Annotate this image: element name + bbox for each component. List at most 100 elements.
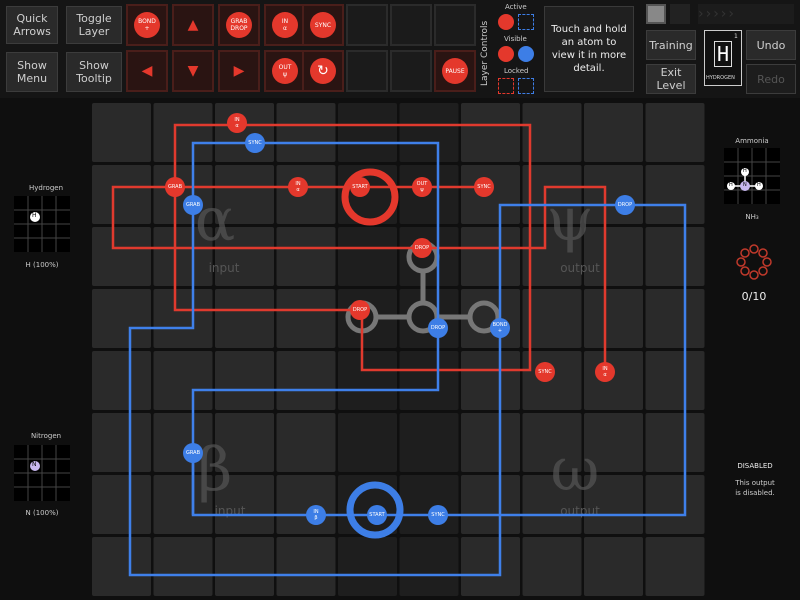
grid-cell[interactable] bbox=[399, 351, 459, 410]
redo-button[interactable]: Redo bbox=[746, 64, 796, 94]
grid-cell[interactable] bbox=[215, 537, 274, 596]
grid-cell[interactable] bbox=[215, 475, 274, 534]
blue-instruction-node[interactable]: SYNC bbox=[428, 505, 448, 525]
undo-button[interactable]: Undo bbox=[746, 30, 796, 60]
red-instruction-node[interactable]: START bbox=[350, 177, 370, 197]
grid-cell[interactable] bbox=[215, 227, 274, 286]
blue-instruction-node[interactable]: SYNC bbox=[245, 133, 265, 153]
grid-cell[interactable] bbox=[584, 475, 643, 534]
grid-cell[interactable] bbox=[522, 227, 582, 286]
grid-cell[interactable] bbox=[276, 475, 336, 534]
red-instruction-node[interactable]: GRAB bbox=[165, 177, 185, 197]
red-instruction-node[interactable]: IN α bbox=[227, 113, 247, 133]
grid-cell[interactable] bbox=[153, 537, 213, 596]
grid-cell[interactable] bbox=[215, 289, 274, 348]
grid-cell[interactable] bbox=[522, 413, 582, 472]
grid-cell[interactable] bbox=[584, 103, 643, 162]
red-instruction-node[interactable]: IN α bbox=[288, 177, 308, 197]
grid-cell[interactable] bbox=[461, 103, 520, 162]
grid-cell[interactable] bbox=[215, 351, 274, 410]
grid-cell[interactable] bbox=[338, 351, 397, 410]
grid-cell[interactable] bbox=[276, 289, 336, 348]
grid-cell[interactable] bbox=[645, 351, 705, 410]
grid-cell[interactable] bbox=[645, 537, 705, 596]
grid-cell[interactable] bbox=[153, 227, 213, 286]
grid-cell[interactable] bbox=[461, 413, 520, 472]
grid-cell[interactable] bbox=[153, 475, 213, 534]
toggle-layer-button[interactable]: Toggle Layer bbox=[66, 6, 122, 44]
grid-cell[interactable] bbox=[276, 103, 336, 162]
cmd-arrow-down[interactable]: ▼ bbox=[172, 50, 214, 92]
grid-cell[interactable] bbox=[645, 227, 705, 286]
red-instruction-node[interactable]: DROP bbox=[350, 300, 370, 320]
grid-cell[interactable] bbox=[461, 351, 520, 410]
blue-instruction-node[interactable]: IN β bbox=[306, 505, 326, 525]
grid-cell[interactable] bbox=[461, 475, 520, 534]
layer-red-locked[interactable] bbox=[498, 78, 514, 94]
cmd-arrow-up[interactable]: ▲ bbox=[172, 4, 214, 46]
grid-cell[interactable] bbox=[338, 103, 397, 162]
grid-cell[interactable] bbox=[276, 227, 336, 286]
grid-cell[interactable] bbox=[338, 227, 397, 286]
layer-blue-locked[interactable] bbox=[518, 78, 534, 94]
grid-cell[interactable] bbox=[522, 351, 582, 410]
grid-cell[interactable] bbox=[461, 227, 520, 286]
show-menu-button[interactable]: Show Menu bbox=[6, 52, 58, 92]
cmd-empty-slot[interactable] bbox=[346, 4, 388, 46]
cmd-arrow-left[interactable]: ◀ bbox=[126, 50, 168, 92]
grid-cell[interactable] bbox=[645, 475, 705, 534]
grid-cell[interactable] bbox=[399, 103, 459, 162]
grid-cell[interactable] bbox=[92, 289, 151, 348]
grid-cell[interactable] bbox=[276, 351, 336, 410]
exit-level-button[interactable]: Exit Level bbox=[646, 64, 696, 94]
grid-cell[interactable] bbox=[584, 413, 643, 472]
grid-cell[interactable] bbox=[584, 351, 643, 410]
red-instruction-node[interactable]: SYNC bbox=[535, 362, 555, 382]
layer-red-active[interactable] bbox=[498, 14, 514, 30]
grid-cell[interactable] bbox=[645, 103, 705, 162]
grid-cell[interactable] bbox=[522, 475, 582, 534]
red-instruction-node[interactable]: IN α bbox=[595, 362, 615, 382]
red-instruction-node[interactable]: DROP bbox=[412, 238, 432, 258]
grid-cell[interactable] bbox=[584, 227, 643, 286]
layer-blue-active[interactable] bbox=[518, 14, 534, 30]
grid-cell[interactable] bbox=[276, 413, 336, 472]
grid-cell[interactable] bbox=[215, 413, 274, 472]
layer-blue-visible[interactable] bbox=[518, 46, 534, 62]
grid-cell[interactable] bbox=[92, 351, 151, 410]
grid-cell[interactable] bbox=[338, 413, 397, 472]
cmd-rotate[interactable]: ↻ bbox=[302, 50, 344, 92]
grid-cell[interactable] bbox=[276, 537, 336, 596]
grid-cell[interactable] bbox=[645, 413, 705, 472]
blue-instruction-node[interactable]: DROP bbox=[615, 195, 635, 215]
grid-cell[interactable] bbox=[92, 537, 151, 596]
grid-cell[interactable] bbox=[215, 165, 274, 224]
grid-cell[interactable] bbox=[276, 165, 336, 224]
step-icon[interactable] bbox=[670, 4, 690, 24]
cmd-in-alpha[interactable]: IN α bbox=[264, 4, 306, 46]
grid-cell[interactable] bbox=[92, 165, 151, 224]
stop-icon[interactable] bbox=[646, 4, 666, 24]
cmd-empty-slot[interactable] bbox=[346, 50, 388, 92]
blue-instruction-node[interactable]: DROP bbox=[428, 318, 448, 338]
grid-cell[interactable] bbox=[584, 537, 643, 596]
grid-cell[interactable] bbox=[522, 165, 582, 224]
grid-cell[interactable] bbox=[92, 413, 151, 472]
grid-cell[interactable] bbox=[522, 289, 582, 348]
cmd-empty-slot[interactable] bbox=[434, 4, 476, 46]
grid-cell[interactable] bbox=[399, 475, 459, 534]
blue-instruction-node[interactable]: GRAB bbox=[183, 195, 203, 215]
grid-cell[interactable] bbox=[92, 103, 151, 162]
grid-cell[interactable] bbox=[92, 475, 151, 534]
grid-cell[interactable] bbox=[461, 537, 520, 596]
grid-cell[interactable] bbox=[338, 537, 397, 596]
cmd-arrow-right[interactable]: ▶ bbox=[218, 50, 260, 92]
blue-instruction-node[interactable]: START bbox=[367, 505, 387, 525]
red-instruction-node[interactable]: SYNC bbox=[474, 177, 494, 197]
grid-cell[interactable] bbox=[584, 289, 643, 348]
grid-cell[interactable] bbox=[399, 413, 459, 472]
grid-cell[interactable] bbox=[522, 537, 582, 596]
grid-cell[interactable] bbox=[645, 289, 705, 348]
layer-red-visible[interactable] bbox=[498, 46, 514, 62]
